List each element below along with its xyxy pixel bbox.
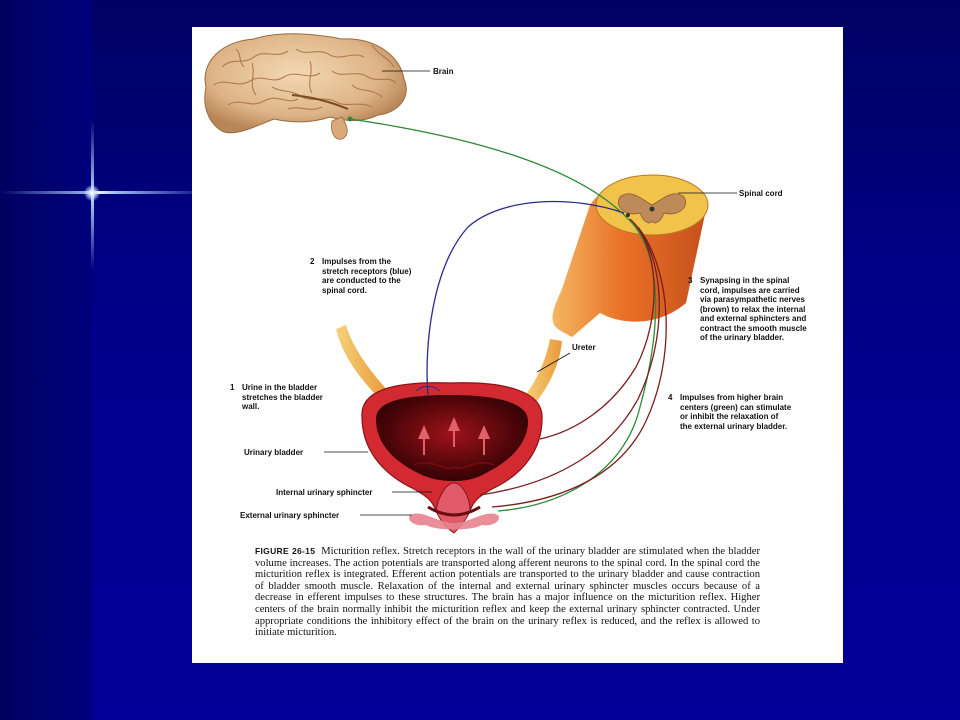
brain-label: Brain	[433, 67, 454, 76]
step-2-number: 2	[310, 257, 315, 266]
step-2-text: Impulses from the stretch receptors (blu…	[322, 257, 412, 295]
step-3-text: Synapsing in the spinal cord, impulses a…	[700, 276, 807, 342]
brown-efferent-to-external-sphincter	[491, 226, 667, 508]
internal-sphincter-label: Internal urinary sphincter	[276, 488, 373, 497]
brain-origin-dot	[347, 116, 353, 122]
sparkle-horizontal-ray	[0, 191, 210, 194]
figure-number: FIGURE 26-15	[255, 546, 316, 556]
step-4-number: 4	[668, 393, 673, 402]
brain-illustration	[204, 33, 430, 140]
left-dark-band	[0, 0, 92, 720]
left-ureter	[336, 325, 388, 399]
brown-efferent-to-bladder	[539, 218, 655, 440]
step-3-number: 3	[688, 276, 693, 285]
caption-text: Micturition reflex. Stretch receptors in…	[255, 546, 760, 639]
ureter-label: Ureter	[572, 343, 596, 352]
step-4-text: Impulses from higher brain centers (gree…	[680, 393, 792, 431]
synapse-dot	[626, 213, 630, 217]
sparkle-icon	[84, 185, 100, 201]
urinary-bladder-illustration	[361, 382, 543, 534]
step-1-number: 1	[230, 383, 235, 392]
nerve-pathways	[347, 116, 667, 512]
micturition-diagram	[204, 33, 737, 534]
spinal-cord-label: Spinal cord	[739, 189, 783, 198]
spinal-cord-illustration	[552, 174, 737, 337]
figure-panel: Brain Spinal cord Ureter Urinary bladder…	[192, 27, 843, 663]
stretch-receptor-terminals	[415, 386, 441, 392]
brown-efferent-to-internal-sphincter	[479, 222, 660, 496]
right-ureter	[524, 339, 562, 405]
ureter-leader	[536, 352, 571, 373]
external-sphincter-label: External urinary sphincter	[240, 511, 340, 520]
urinary-bladder-label: Urinary bladder	[244, 448, 304, 457]
blue-afferent-pathway	[426, 200, 625, 396]
step-1-text: Urine in the bladder stretches the bladd…	[242, 383, 323, 411]
